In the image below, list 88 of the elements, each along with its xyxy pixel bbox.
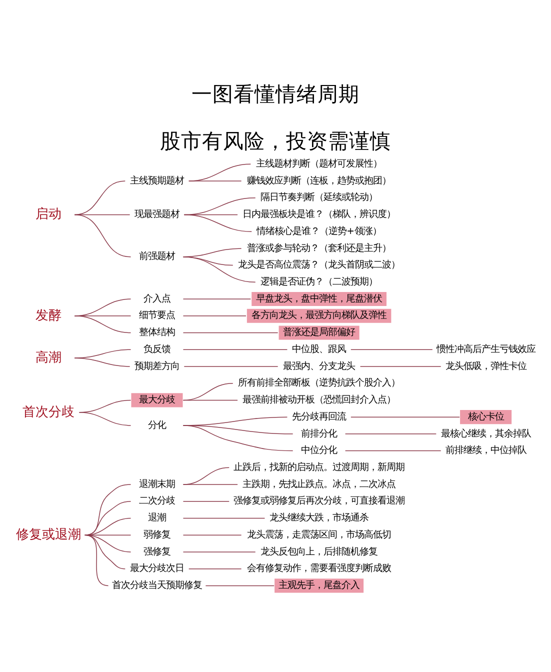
connector xyxy=(188,180,242,181)
connector xyxy=(84,534,132,535)
node-text: 先分歧再回流 xyxy=(292,410,346,422)
connector xyxy=(182,500,230,502)
connector xyxy=(84,534,109,586)
connector xyxy=(74,214,132,257)
connector xyxy=(188,163,252,181)
node-text: 隔日节奏判断（延续或轮动） xyxy=(260,192,378,203)
diagram-title: 一图看懂情绪周期 xyxy=(192,81,360,106)
node-text: 负反馈 xyxy=(143,343,170,354)
node-text: 日内最强板块是谁？（梯队，辨识度） xyxy=(242,208,396,220)
node-text: 前排继续，中位掉队 xyxy=(445,444,526,456)
node-text: 细节要点 xyxy=(138,310,175,321)
node-text: 中位分化 xyxy=(301,444,338,456)
node-text: 龙头继续大跌，市场通杀 xyxy=(270,512,369,524)
node-text: 最核心继续，其余掉队 xyxy=(440,428,531,439)
connector xyxy=(74,180,126,215)
node-box: 各方向龙头，最强方向梯队及弹性 xyxy=(246,308,392,322)
node-text: 普涨或参与轮动？（套利还是主升） xyxy=(247,242,392,254)
node-text: 介入点 xyxy=(143,292,170,304)
node-text: 龙头是否高位震荡？（龙头首阴或二波） xyxy=(238,259,400,270)
node-text: 情绪核心是谁？（逆势+领涨） xyxy=(256,225,382,236)
caption: 股市有风险，投资需谨慎 xyxy=(160,128,391,152)
node-text: 赚钱效应判断（连板，趋势或抱团） xyxy=(247,174,392,186)
node-text: 强修复或弱修复后再次分歧，可直接看退潮 xyxy=(234,495,405,506)
connector xyxy=(74,357,130,366)
node-text: 整体结构 xyxy=(138,326,175,338)
node-text: 预期差方向 xyxy=(134,360,180,372)
connector xyxy=(184,214,252,232)
node-text: 首次分歧当天预期修复 xyxy=(112,580,202,591)
node-box: 普涨还是局部偏好 xyxy=(278,325,360,340)
connector xyxy=(84,484,132,535)
node-text: 龙头反包向上，后排随机修复 xyxy=(260,546,378,557)
connector xyxy=(182,256,256,282)
connector xyxy=(182,298,252,299)
node-text: 分化 xyxy=(148,419,166,430)
connector xyxy=(188,568,242,569)
node-box: 最大分歧 xyxy=(131,392,183,407)
connector xyxy=(84,534,132,552)
node-text: 龙头低吸，弹性卡位 xyxy=(445,360,526,372)
node-text: 退潮末期 xyxy=(138,478,175,490)
node-text: 最强内、分支龙头 xyxy=(283,360,356,372)
node-text: 强修复 xyxy=(143,546,170,557)
node-text: 主跌期，先找止跌点。冰点，二次冰点 xyxy=(242,478,396,490)
node-text: 会有修复动作，需要看强度判断成败 xyxy=(247,562,392,574)
node-text: 逻辑是否证伪？（二波预期） xyxy=(260,276,378,288)
node-text: 二次分歧 xyxy=(138,495,175,506)
connector xyxy=(182,551,256,552)
connector xyxy=(84,500,132,535)
node-text: 主线预期题材 xyxy=(130,174,184,186)
node-text: 弱修复 xyxy=(143,528,170,540)
connector xyxy=(182,534,242,535)
node-text: 所有前排全部断板（逆势抗跌个股介入） xyxy=(238,377,400,388)
node-text: 最强前排被动开板（恐慌回封介入点） xyxy=(242,394,396,406)
connector xyxy=(182,332,278,333)
connector xyxy=(74,315,132,333)
connector xyxy=(350,416,460,417)
node-box: 主观先手，尾盘介入 xyxy=(274,578,364,592)
connector xyxy=(84,517,132,535)
node-text: 前排分化 xyxy=(301,428,338,439)
connector xyxy=(344,433,437,434)
connector xyxy=(74,348,132,358)
connector xyxy=(350,348,433,350)
node-text: 惯性冲高后产生亏钱效应 xyxy=(436,343,536,354)
node-text: 中位股、跟风 xyxy=(292,343,346,354)
node-text: 现最强题材 xyxy=(134,208,180,220)
node-text: 最大分歧次日 xyxy=(130,562,184,574)
node-text: 首次分歧 xyxy=(22,403,74,418)
node-text: 启动 xyxy=(35,206,62,221)
connector xyxy=(182,517,266,518)
connector xyxy=(182,315,246,316)
connector xyxy=(182,399,238,400)
node-text: 高潮 xyxy=(35,349,62,364)
node-text: 修复或退潮 xyxy=(16,526,81,542)
node-text: 前强题材 xyxy=(138,250,175,262)
connector xyxy=(182,424,294,451)
node-text: 主线题材判断（题材可发展性） xyxy=(256,158,382,169)
connector xyxy=(78,412,132,426)
node-text: 止跌后，找新的启动点。过渡周期，新周期 xyxy=(234,461,405,472)
connector xyxy=(182,348,288,350)
node-box: 核心卡位 xyxy=(460,410,512,424)
node-text: 发酵 xyxy=(35,306,62,322)
connector xyxy=(205,584,274,586)
node-text: 退潮 xyxy=(148,512,166,524)
connector xyxy=(344,450,442,451)
connector xyxy=(182,382,234,400)
node-text: 龙头震荡，走震荡区间，市场高低切 xyxy=(247,528,392,540)
node-box: 早盘龙头，盘中弹性，尾盘潜伏 xyxy=(252,292,387,306)
